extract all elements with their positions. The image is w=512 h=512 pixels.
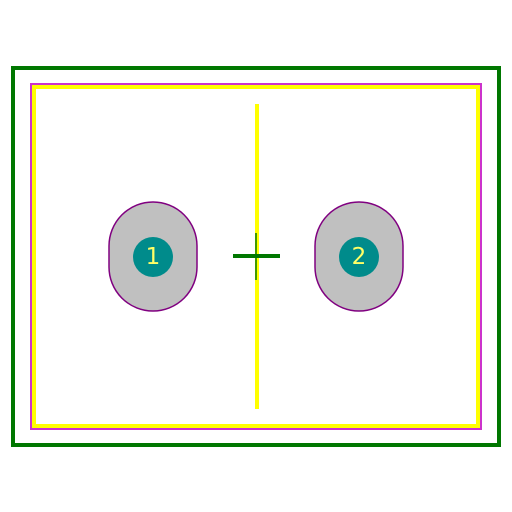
origin-cross-icon xyxy=(233,233,280,280)
fabrication-outline xyxy=(30,83,482,430)
silkscreen-outline xyxy=(32,85,480,428)
pad-2-number: 2 xyxy=(352,244,367,270)
pad-2[interactable]: 2 xyxy=(314,201,404,312)
pad-2-drill-hole xyxy=(339,237,379,277)
courtyard-outline xyxy=(11,66,501,447)
pad-1-number: 1 xyxy=(146,244,161,270)
pad-1-drill-hole xyxy=(133,237,173,277)
pad-1[interactable]: 1 xyxy=(108,201,198,312)
